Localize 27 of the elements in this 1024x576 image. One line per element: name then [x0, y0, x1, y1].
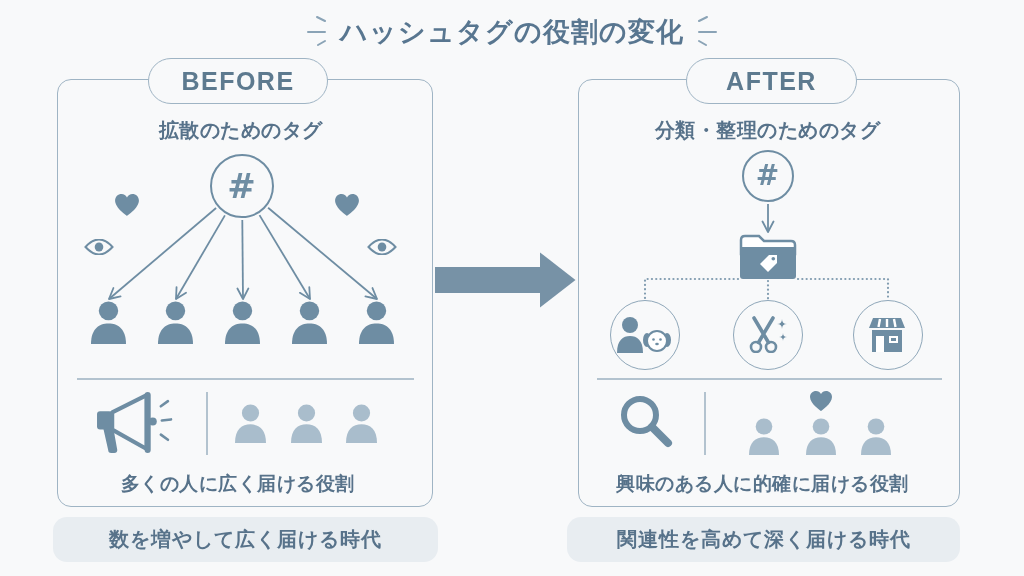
heading-text: 拡散のためのタグ — [158, 117, 323, 142]
arrow — [761, 203, 775, 233]
label-pill: AFTER — [686, 58, 857, 104]
hashtag-circle: # — [741, 149, 794, 202]
dotted-line — [766, 279, 770, 301]
caption-text: 多くの人に広く届ける役割 — [120, 471, 355, 494]
person-icon — [225, 300, 260, 344]
arrow — [175, 214, 226, 300]
dotted-line — [643, 277, 740, 301]
caption-text: 興味のある人に的確に届ける役割 — [616, 471, 909, 494]
hashtag-circle: # — [209, 153, 274, 218]
label-pill: BEFORE — [148, 58, 328, 104]
folder-icon — [738, 233, 797, 280]
person-icon — [158, 300, 193, 344]
heading-text: 分類・整理のためのタグ — [654, 117, 881, 142]
dotted-line — [796, 277, 890, 301]
block-arrow — [435, 252, 576, 308]
arrow — [267, 206, 378, 300]
arrow — [258, 214, 311, 300]
title: ハッシュタグの役割の変化 — [340, 16, 684, 48]
caption-band: 関連性を高めて深く届ける時代 — [567, 517, 960, 562]
person-icon — [91, 300, 126, 344]
arrow — [236, 219, 250, 300]
person-icon — [359, 300, 394, 344]
caption-band: 数を増やして広く届ける時代 — [53, 517, 438, 562]
person-icon — [292, 300, 327, 344]
arrow — [108, 207, 217, 300]
